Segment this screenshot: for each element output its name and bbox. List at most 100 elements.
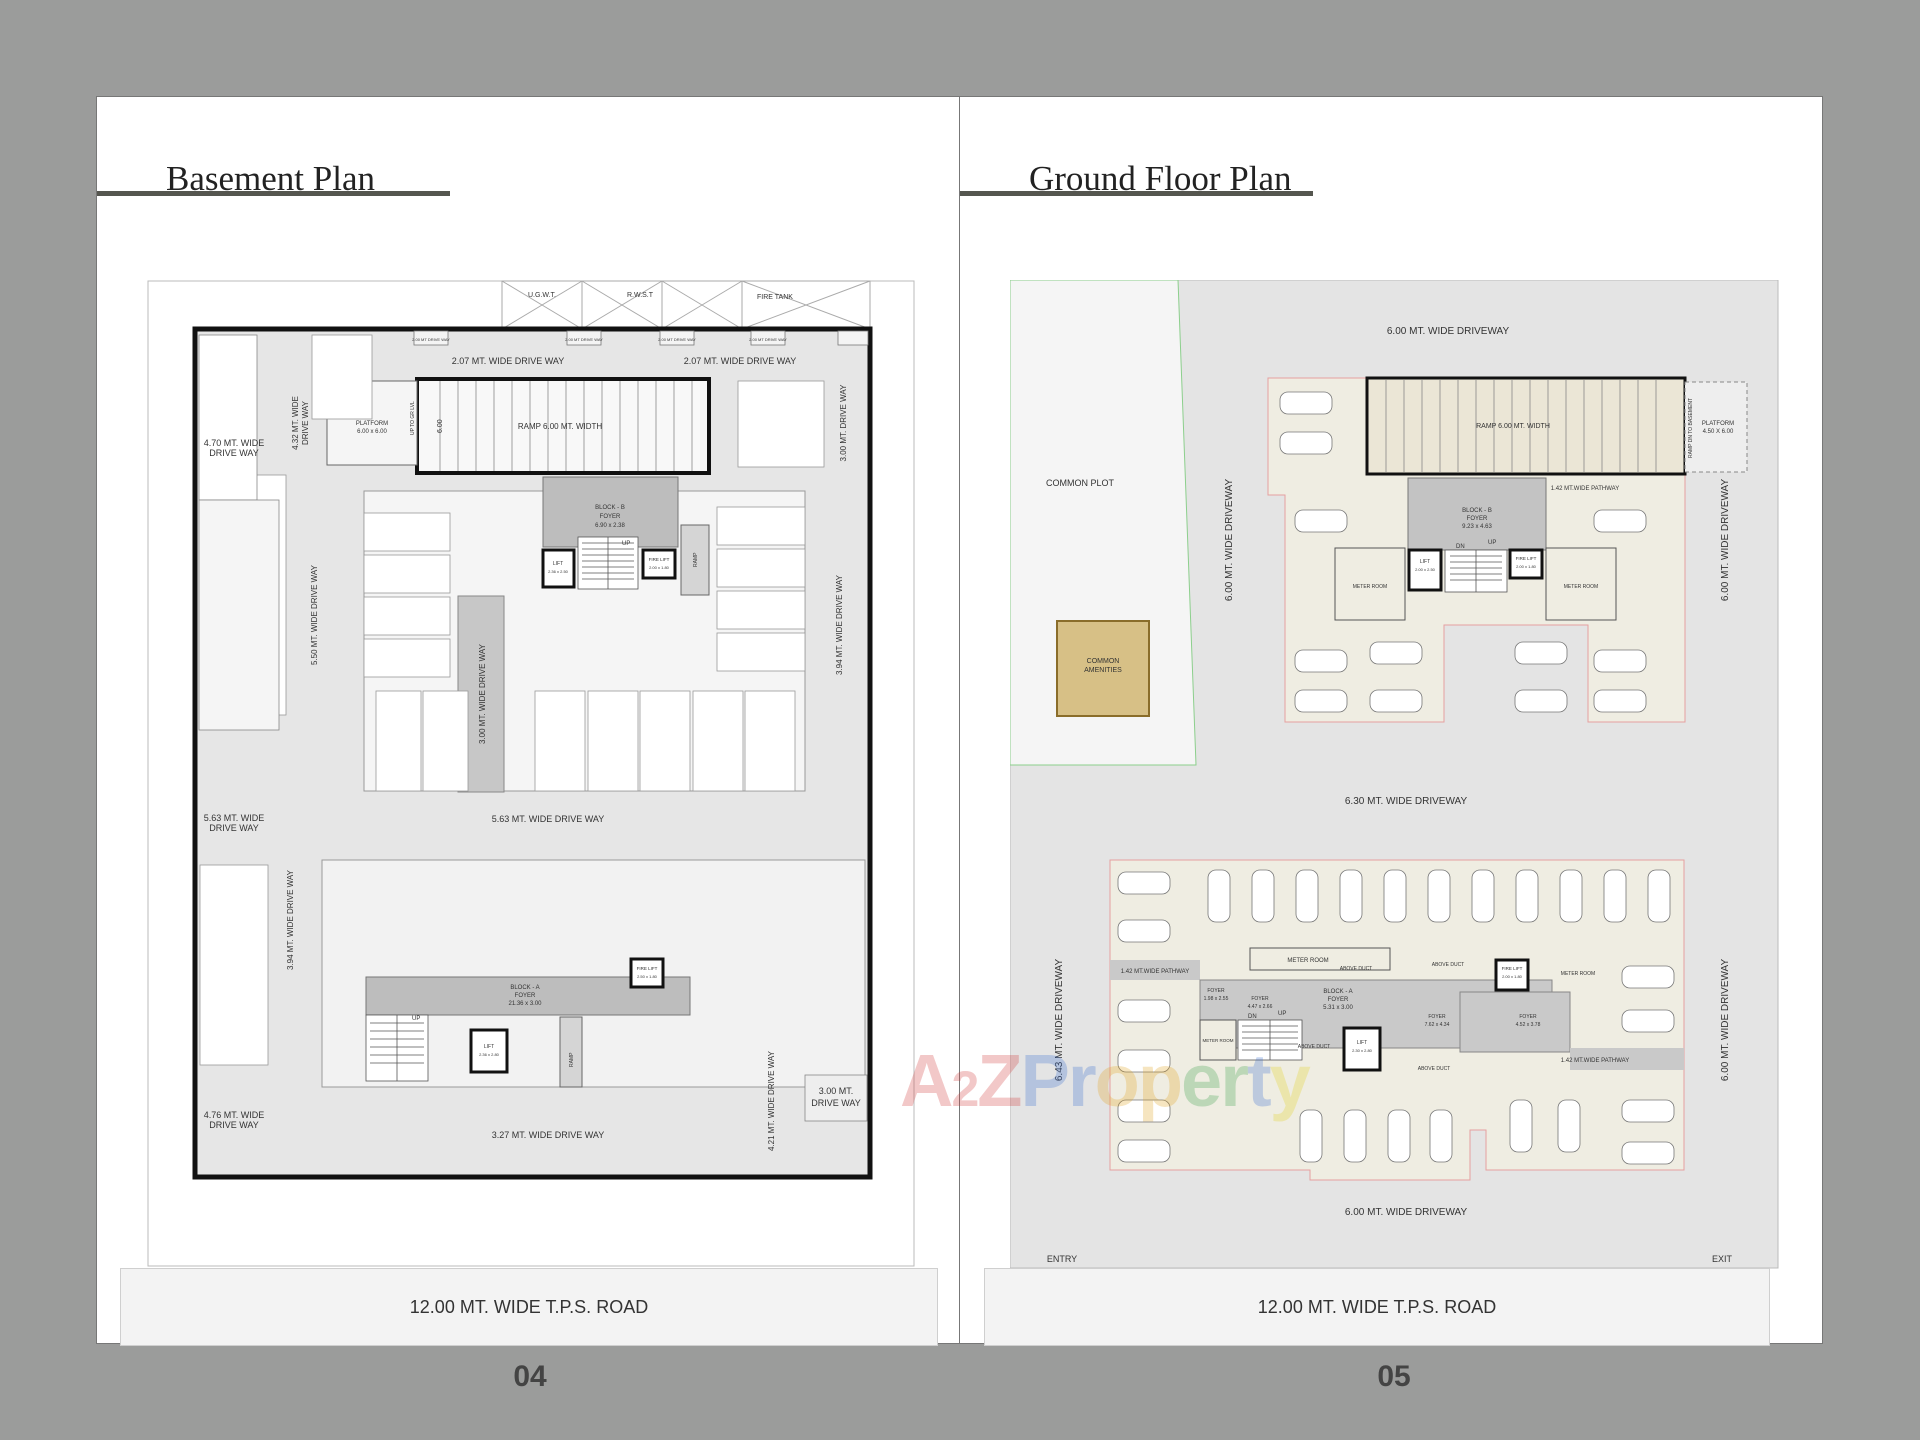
drive-327-label: 3.27 MT. WIDE DRIVE WAY xyxy=(492,1130,605,1140)
gf-meter-room-a-label: METER ROOM xyxy=(1287,958,1328,964)
gf-lift xyxy=(1407,548,1443,592)
drive-300-br-label-b: DRIVE WAY xyxy=(811,1098,861,1108)
ground-floor-plan-drawing: COMMON PLOT COMMON AMENITIES RAMP 6.00 M… xyxy=(1010,280,1779,1269)
drive-563-label: 5.63 MT. WIDE DRIVE WAY xyxy=(492,814,605,824)
ramp-b-small xyxy=(680,524,710,596)
watermark-letter: t xyxy=(1247,1039,1272,1122)
gf-block-a-foyer-label: FOYER xyxy=(1328,997,1349,1003)
watermark-letter: e xyxy=(1181,1039,1222,1122)
lift-b xyxy=(541,548,576,589)
gf-block-b-foyer-label: FOYER xyxy=(1467,516,1488,522)
gf-up: UP xyxy=(1488,540,1496,546)
up-a: UP xyxy=(412,1016,420,1022)
fire-lift-a-size: 2.50 x 1.80 xyxy=(637,974,658,979)
fire-lift-a-label: FIRE LIFT xyxy=(637,966,658,971)
gf-pathway-a2-label: 1.42 MT.WIDE PATHWAY xyxy=(1561,1058,1629,1064)
gf-block-b-foyer xyxy=(1407,477,1547,551)
gf-ramp-label: RAMP 6.00 MT. WIDTH xyxy=(1476,423,1550,430)
gf-dn: DN xyxy=(1456,544,1465,550)
drive-432-label-b: DRIVE WAY xyxy=(301,400,310,445)
gf-foyer-4-label: FOYER xyxy=(1519,1014,1537,1020)
gf-above-duct-4: ABOVE DUCT xyxy=(1418,1066,1451,1072)
stair-a xyxy=(365,1014,429,1082)
gf-block-a-foyer-right xyxy=(1459,991,1571,1053)
drive-300-v-label: 3.00 MT. DRIVE WAY xyxy=(839,384,848,462)
drive-550-label: 5.50 MT. WIDE DRIVE WAY xyxy=(310,564,319,665)
gf-up-a: UP xyxy=(1278,1011,1286,1017)
stair-b xyxy=(577,536,639,590)
drive-300-br-box xyxy=(804,1074,868,1122)
drive-563-l-label: 5.63 MT. WIDE xyxy=(204,813,265,823)
ramp-block xyxy=(415,377,711,475)
fire-lift-a xyxy=(629,957,665,989)
drive-476-label-b: DRIVE WAY xyxy=(209,1120,259,1130)
meter-room-b-left-label: METER ROOM xyxy=(1353,584,1387,590)
gf-foyer-3-label: FOYER xyxy=(1428,1014,1446,1020)
common-plot-label: COMMON PLOT xyxy=(1046,478,1115,488)
lift-a xyxy=(469,1028,509,1074)
gf-drive-600-top-label: 6.00 MT. WIDE DRIVEWAY xyxy=(1387,326,1510,337)
drive-476-label: 4.76 MT. WIDE xyxy=(204,1110,265,1120)
up-b: UP xyxy=(622,541,630,547)
gf-above-duct-2: ABOVE DUCT xyxy=(1432,962,1465,968)
gf-meter-room-a-small xyxy=(1199,1019,1237,1061)
platform-size: 6.00 x 6.00 xyxy=(357,429,387,435)
gf-block-b-label: BLOCK - B xyxy=(1462,508,1492,514)
watermark-letter: y xyxy=(1269,1039,1311,1122)
drive-421-label: 4.21 MT. WIDE DRIVE WAY xyxy=(767,1050,776,1151)
ramp-a-small-label: RAMP xyxy=(569,1052,575,1067)
block-b-size: 6.90 x 2.38 xyxy=(595,523,625,529)
left-parking-column xyxy=(198,334,258,501)
gf-foyer-3-size: 7.62 x 4.34 xyxy=(1425,1022,1450,1028)
gf-stair-b xyxy=(1444,549,1508,593)
page-number-right: 05 xyxy=(1377,1360,1411,1393)
gf-above-duct-1: ABOVE DUCT xyxy=(1340,966,1373,972)
ugwt-label: U.G.W.T. xyxy=(528,292,556,299)
watermark-logo: A2ZProperty xyxy=(900,1038,1311,1123)
gf-foyer-1-size: 1.98 x 2.55 xyxy=(1204,996,1229,1002)
meter-room-b-left xyxy=(1334,547,1406,621)
drive-470-label: 4.70 MT. WIDE xyxy=(204,438,265,448)
drive-470-label-b: DRIVE WAY xyxy=(209,448,259,458)
meter-room-b-right xyxy=(1545,547,1617,621)
gf-entry-label: ENTRY xyxy=(1047,1254,1077,1264)
gf-fire-lift-a-size: 2.00 x 1.80 xyxy=(1502,974,1523,979)
gf-lift-a xyxy=(1342,1026,1382,1072)
gf-ramp-dn: RAMP DN TO BASEMENT xyxy=(1688,398,1694,458)
gf-ramp-hatching xyxy=(1385,380,1657,472)
drive-563-l-label-b: DRIVE WAY xyxy=(209,823,259,833)
gf-platform-size: 4.50 X 6.00 xyxy=(1703,429,1734,435)
drive-394-r-label: 3.94 MT. WIDE DRIVE WAY xyxy=(835,574,844,675)
fire-lift-b xyxy=(641,548,677,580)
ramp-hatching xyxy=(439,381,693,471)
gf-meter-room-a xyxy=(1249,947,1391,971)
gf-fire-lift-a-label: FIRE LIFT xyxy=(1502,966,1523,971)
gf-drive-600-rv2-label: 6.00 MT. WIDE DRIVEWAY xyxy=(1720,959,1731,1082)
gf-pathway-a-strip xyxy=(1110,960,1200,980)
gf-lift-label: LIFT xyxy=(1420,559,1430,565)
watermark-letter: r xyxy=(1067,1039,1097,1122)
fire-lift-b-size: 2.00 x 1.80 xyxy=(649,565,670,570)
gf-block-b-size: 9.23 x 4.63 xyxy=(1462,524,1492,530)
lift-b-size: 2.36 x 2.50 xyxy=(548,569,569,574)
gf-platform-label: PLATFORM xyxy=(1702,421,1734,427)
gf-lift-size: 2.00 x 2.50 xyxy=(1415,567,1436,572)
watermark-letter: p xyxy=(1137,1039,1183,1122)
block-b-foyer-label: FOYER xyxy=(600,514,621,520)
gf-foyer-2-label: FOYER xyxy=(1251,996,1269,1002)
small-driveway-markers xyxy=(413,330,869,346)
gf-block-a-label: BLOCK - A xyxy=(1323,989,1352,995)
meter-room-b-right-label: METER ROOM xyxy=(1564,584,1598,590)
small-drive-label-4: 2.00 MT DRIVE WAY xyxy=(749,337,787,342)
gf-drive-600-bottom-label: 6.00 MT. WIDE DRIVEWAY xyxy=(1345,1207,1468,1218)
block-b-foyer xyxy=(542,476,679,548)
common-amenities xyxy=(1056,620,1150,717)
gf-platform xyxy=(1684,381,1748,473)
gf-drive-643-label: 6.43 MT. WIDE DRIVEWAY xyxy=(1054,959,1065,1082)
drive-432-label: 4.32 MT. WIDE xyxy=(291,396,300,450)
drive-300-br-label: 3.00 MT. xyxy=(819,1086,854,1096)
title-underline xyxy=(960,191,1313,196)
ramp-a-small xyxy=(559,1016,583,1088)
platform-label: PLATFORM xyxy=(356,421,388,427)
watermark-letter: 2 xyxy=(951,1061,979,1117)
